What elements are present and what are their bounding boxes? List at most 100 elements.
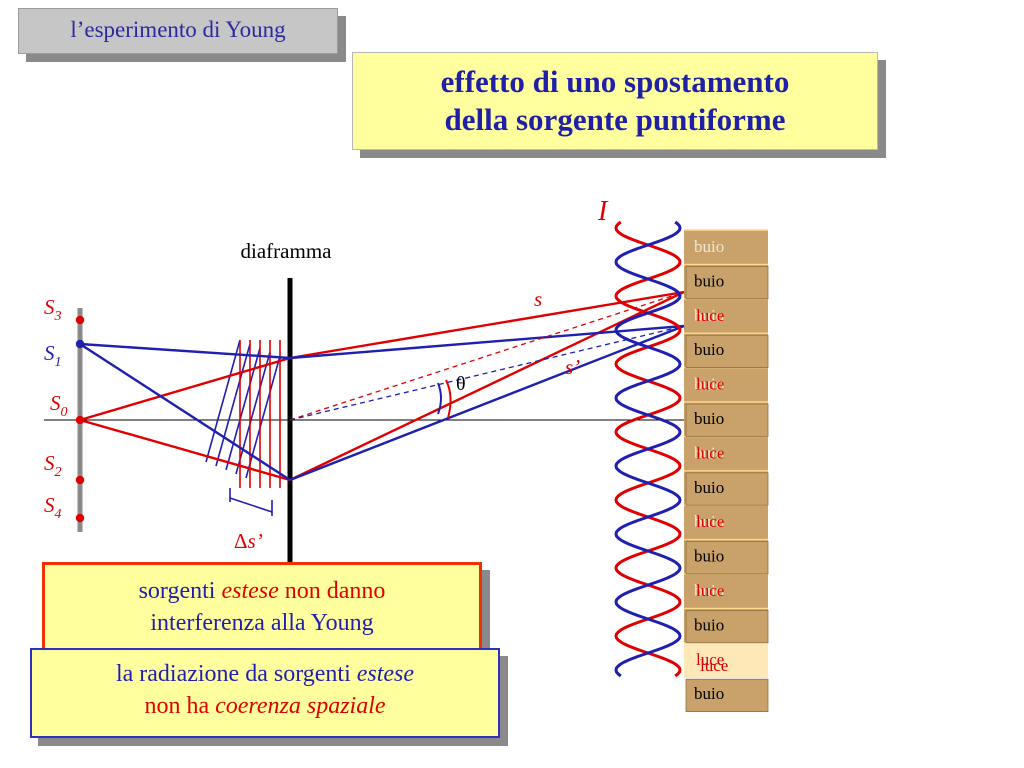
delta-s-line — [229, 497, 273, 513]
note1-part-a: sorgenti — [138, 578, 222, 604]
title-box: effetto di uno spostamento della sorgent… — [352, 52, 878, 150]
ray-s0-upper-screen — [289, 290, 685, 360]
header-box: l’esperimento di Young — [18, 8, 338, 54]
dashed-ray-blue — [289, 325, 685, 421]
note2-part-c: non ha — [144, 693, 216, 719]
delta-s-bracket — [229, 488, 273, 516]
source-label-4: S4 — [44, 493, 62, 522]
ray-s0-upper — [79, 356, 291, 422]
strip-faint-label: buio — [694, 581, 724, 600]
strip-buio-label: buio — [694, 478, 724, 497]
note2-line-2: non ha coerenza spaziale — [32, 690, 498, 722]
note2-part-a: la radiazione da sorgenti — [115, 661, 357, 687]
intensity-label: I — [597, 196, 609, 227]
source-label-1: S1 — [44, 341, 62, 370]
strip-buio-label: buio — [694, 615, 724, 634]
delta-s-label: Δs’ — [234, 529, 263, 553]
rays-s0 — [79, 290, 685, 482]
source-subscript: 0 — [61, 405, 68, 420]
wavefronts — [205, 339, 281, 488]
strip-faint-label: buio — [694, 512, 724, 531]
note1-line-1: sorgenti estese non danno — [45, 575, 479, 607]
angle-theta-label: θ — [456, 373, 466, 395]
strip-buio-label: buio — [694, 547, 724, 566]
strip-faint-label: buio — [694, 443, 724, 462]
source-subscript: 2 — [55, 465, 62, 480]
source-letter: S — [50, 391, 61, 415]
source-dot-1 — [75, 339, 85, 349]
title-line-1: effetto di uno spostamento — [440, 64, 790, 99]
angle-arc-red — [445, 379, 452, 419]
strip-luce-label: luce — [696, 306, 724, 325]
strip-luce-label: luce — [696, 512, 724, 531]
note-spatial-coherence: la radiazione da sorgenti estese non ha … — [30, 648, 500, 738]
intensity-curve-blue — [614, 220, 682, 678]
source-label-0: S0 — [50, 391, 68, 420]
strip-buio-label: buio — [694, 340, 724, 359]
strip-dark-cell — [685, 610, 769, 644]
diaphragm-label: diaframma — [241, 239, 333, 263]
strip-buio-label: buio — [694, 684, 724, 703]
source-subscript: 3 — [54, 309, 62, 324]
path-s-label: s — [534, 287, 542, 311]
path-s-prime-label: s’ — [565, 355, 580, 379]
ray-s1-lower — [79, 342, 291, 482]
strip-dark-cell — [685, 541, 769, 575]
header-title: l’esperimento di Young — [70, 17, 286, 42]
delta-s-variable: s’ — [248, 529, 263, 553]
strip-luce-label: luce — [696, 581, 724, 600]
ray-s1-upper — [79, 342, 291, 360]
source-letter: S — [44, 493, 55, 517]
strip-luce-label: luce — [696, 443, 724, 462]
note-extended-sources: sorgenti estese non danno interferenza a… — [42, 562, 482, 656]
strip-faint-label: buio — [694, 650, 724, 669]
wavefront-blue-1 — [205, 339, 241, 463]
source-letter: S — [44, 451, 55, 475]
strip-luce-label: luce — [696, 650, 724, 669]
strip-faint-label: buio — [694, 237, 724, 256]
source-dot-3 — [75, 315, 85, 325]
note1-line-2: interferenza alla Young — [150, 610, 374, 636]
ray-s1-upper-screen — [289, 324, 685, 360]
ray-s1-lower-screen — [289, 324, 685, 482]
wavefront-blue-2 — [215, 343, 251, 467]
source-letter: S — [44, 295, 55, 319]
wavefront-blue-4 — [235, 351, 271, 475]
strip-dark-cell — [685, 265, 769, 300]
title-line-2: della sorgente puntiforme — [444, 102, 786, 137]
note1-part-c: non danno — [278, 578, 386, 604]
strip-dark-cell — [685, 472, 769, 506]
strip-faint-label: buio — [694, 306, 724, 325]
strip-faint-label: buio — [694, 375, 724, 394]
note1-part-b: estese — [221, 578, 279, 604]
strip-luce-label: luce — [696, 375, 724, 394]
dashed-ray-red — [289, 291, 685, 421]
ray-s0-lower — [79, 418, 291, 482]
angle-arc-blue — [437, 382, 442, 415]
ray-s0-lower-screen — [289, 290, 685, 482]
note2-part-d: coerenza spaziale — [215, 693, 386, 719]
strip-buio-label: buio — [694, 271, 724, 290]
wavefront-blue-5 — [245, 355, 281, 479]
strip-dark-cell — [685, 403, 769, 437]
strip-last-cell-background — [684, 644, 768, 678]
source-dot-4 — [75, 513, 85, 523]
rays-s1 — [79, 324, 685, 482]
note2-line-1: la radiazione da sorgenti estese — [32, 658, 498, 690]
source-dot-2 — [75, 475, 85, 485]
source-label-2: S2 — [44, 451, 62, 480]
source-dot-0 — [75, 415, 85, 425]
source-label-3: S3 — [44, 295, 62, 324]
source-subscript: 4 — [55, 507, 62, 522]
strip-buio-label: buio — [694, 409, 724, 428]
source-subscript: 1 — [55, 355, 62, 370]
delta-symbol: Δ — [234, 529, 248, 553]
strip-words: buiolucebuiolucebuiolucebuiolucebuioluce… — [685, 237, 769, 713]
source-letter: S — [44, 341, 55, 365]
note2-part-b: estese — [356, 661, 415, 687]
strip-last-label: luce — [700, 656, 728, 675]
strip-dark-cell — [685, 334, 769, 369]
strip-dark-cell — [685, 678, 769, 713]
